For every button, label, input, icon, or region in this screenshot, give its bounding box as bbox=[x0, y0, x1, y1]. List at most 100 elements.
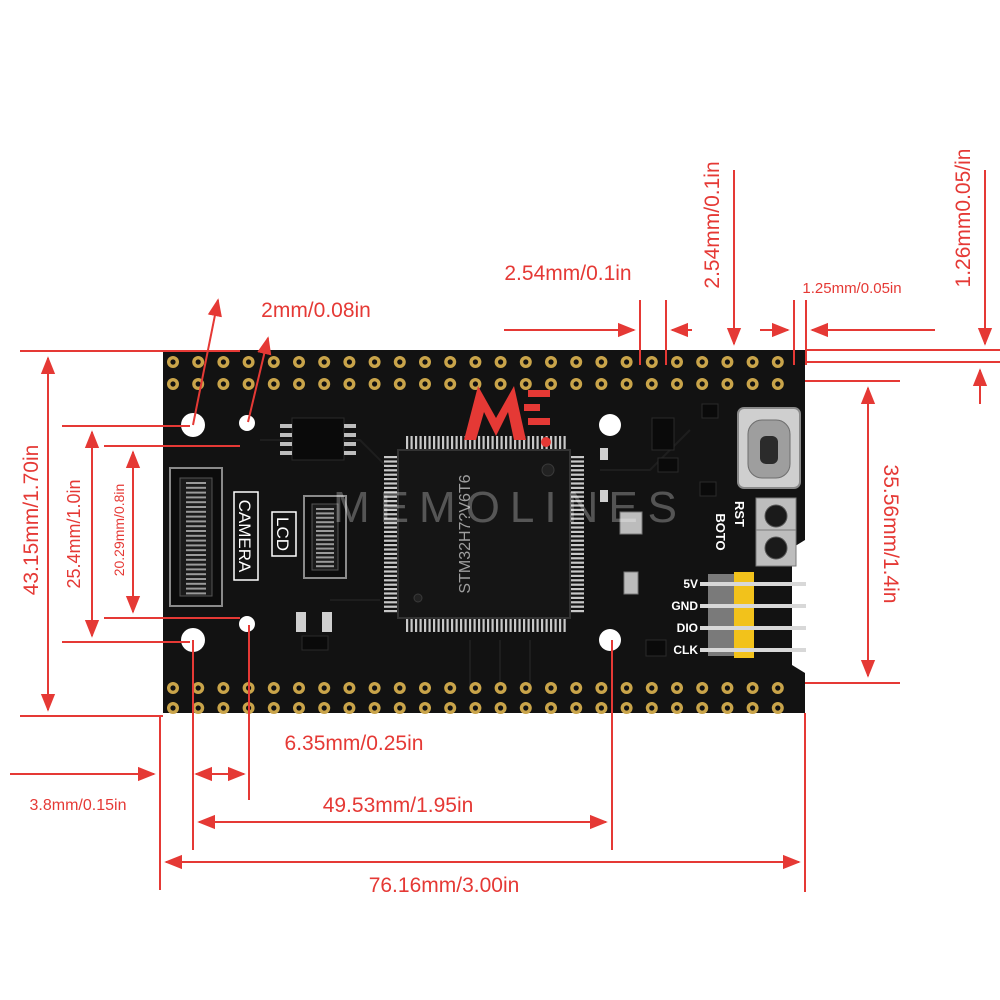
header-pin bbox=[318, 378, 331, 390]
header-pin bbox=[469, 702, 482, 714]
swd-pin-gnd: GND bbox=[671, 599, 698, 613]
header-pin bbox=[671, 356, 683, 368]
dim-edge-offset-y: 1.26mm0.05/in bbox=[952, 149, 975, 288]
dim-height-total: 43.15mm/1.70in bbox=[20, 445, 43, 596]
header-pin bbox=[771, 682, 784, 694]
header-pin bbox=[696, 378, 709, 390]
swd-header bbox=[700, 572, 806, 658]
header-pin bbox=[444, 682, 457, 694]
header-pin bbox=[771, 356, 784, 368]
dimension-lines bbox=[10, 170, 1000, 892]
flash-chip bbox=[280, 417, 356, 461]
header-pin bbox=[696, 702, 709, 714]
swd-pin-clk: CLK bbox=[673, 643, 698, 657]
header-pin bbox=[393, 356, 406, 368]
header-pin bbox=[620, 378, 633, 390]
header-pin bbox=[570, 378, 583, 390]
header-pin bbox=[419, 356, 431, 368]
header-pin bbox=[444, 378, 457, 390]
header-pin bbox=[167, 682, 179, 694]
header-pin bbox=[620, 702, 633, 714]
header-pin bbox=[318, 682, 331, 694]
dim-edge-offset-x: 1.25mm/0.05in bbox=[802, 280, 901, 297]
header-pin bbox=[393, 702, 406, 714]
dim-height-header: 35.56mm/1.4in bbox=[879, 465, 902, 604]
header-pin bbox=[217, 356, 230, 368]
header-pin bbox=[368, 378, 381, 390]
header-pin bbox=[267, 356, 280, 368]
header-pin bbox=[419, 378, 431, 390]
header-pin bbox=[343, 702, 356, 714]
pcb-board: CAMERA LCD STM32H7?V6T6 bbox=[163, 350, 806, 714]
header-pin bbox=[267, 682, 280, 694]
header-pin bbox=[671, 682, 683, 694]
header-pin bbox=[318, 356, 331, 368]
header-pin bbox=[545, 702, 557, 714]
header-pin bbox=[570, 702, 583, 714]
watermark: MEMOLINES bbox=[333, 483, 687, 532]
header-pin bbox=[343, 356, 356, 368]
camera-label: CAMERA bbox=[233, 491, 259, 581]
header-pin bbox=[192, 356, 205, 368]
header-pin bbox=[368, 356, 381, 368]
header-pin bbox=[771, 702, 784, 714]
header-pin bbox=[570, 356, 583, 368]
reset-button-label: RST bbox=[732, 501, 747, 527]
dim-height-mount: 25.4mm/1.0in bbox=[64, 479, 84, 588]
lcd-label: LCD bbox=[271, 511, 297, 557]
header-pin bbox=[746, 378, 759, 390]
header-pin bbox=[696, 682, 709, 694]
swd-pin-dio: DIO bbox=[677, 621, 698, 635]
header-pin bbox=[645, 378, 658, 390]
header-pin bbox=[293, 702, 305, 714]
dimension-labels: 2.54mm/0.1in 2.54mm/0.1in 1.25mm/0.05in … bbox=[20, 149, 975, 897]
header-pin bbox=[293, 378, 305, 390]
header-pin bbox=[721, 378, 734, 390]
header-pin bbox=[343, 682, 356, 694]
reset-button[interactable] bbox=[755, 497, 797, 535]
header-pin bbox=[494, 702, 507, 714]
usb-c-connector bbox=[737, 407, 801, 489]
mount-hole bbox=[239, 616, 255, 632]
mcu-chip: STM32H7?V6T6 bbox=[384, 436, 584, 632]
header-pin bbox=[293, 356, 305, 368]
header-pin bbox=[494, 356, 507, 368]
header-pin bbox=[595, 682, 608, 694]
dim-hole-edge: 3.8mm/0.15in bbox=[30, 797, 127, 814]
lcd-connector bbox=[303, 495, 347, 579]
header-pin bbox=[645, 682, 658, 694]
header-pin bbox=[721, 702, 734, 714]
header-pin bbox=[419, 702, 431, 714]
header-pin bbox=[318, 702, 331, 714]
header-pin bbox=[242, 356, 255, 368]
header-pin bbox=[293, 682, 305, 694]
header-pin bbox=[671, 702, 683, 714]
header-pin bbox=[696, 356, 709, 368]
header-pin bbox=[545, 682, 557, 694]
mount-hole bbox=[239, 415, 255, 431]
header-pin bbox=[519, 378, 532, 390]
boot-button-label: BOTO bbox=[713, 513, 728, 550]
swd-pin-5v: 5V bbox=[683, 577, 698, 591]
header-pin bbox=[570, 682, 583, 694]
header-pin bbox=[545, 356, 557, 368]
mount-hole bbox=[599, 629, 621, 651]
header-pin bbox=[620, 682, 633, 694]
header-pin bbox=[469, 378, 482, 390]
brand-logo bbox=[464, 386, 551, 447]
header-pin bbox=[167, 702, 179, 714]
header-pins bbox=[167, 356, 784, 714]
header-pin bbox=[595, 356, 608, 368]
swd-pin-labels: 5V GND DIO CLK bbox=[671, 577, 698, 657]
header-pin bbox=[192, 702, 205, 714]
header-pin bbox=[192, 682, 205, 694]
dim-mount-hole: 2mm/0.08in bbox=[261, 299, 371, 322]
camera-connector bbox=[169, 467, 223, 607]
header-pin bbox=[444, 356, 457, 368]
boot-button[interactable] bbox=[755, 529, 797, 567]
header-pin bbox=[519, 702, 532, 714]
header-pin bbox=[242, 378, 255, 390]
smd-components bbox=[296, 403, 719, 657]
lcd-label-text: LCD bbox=[273, 517, 292, 551]
